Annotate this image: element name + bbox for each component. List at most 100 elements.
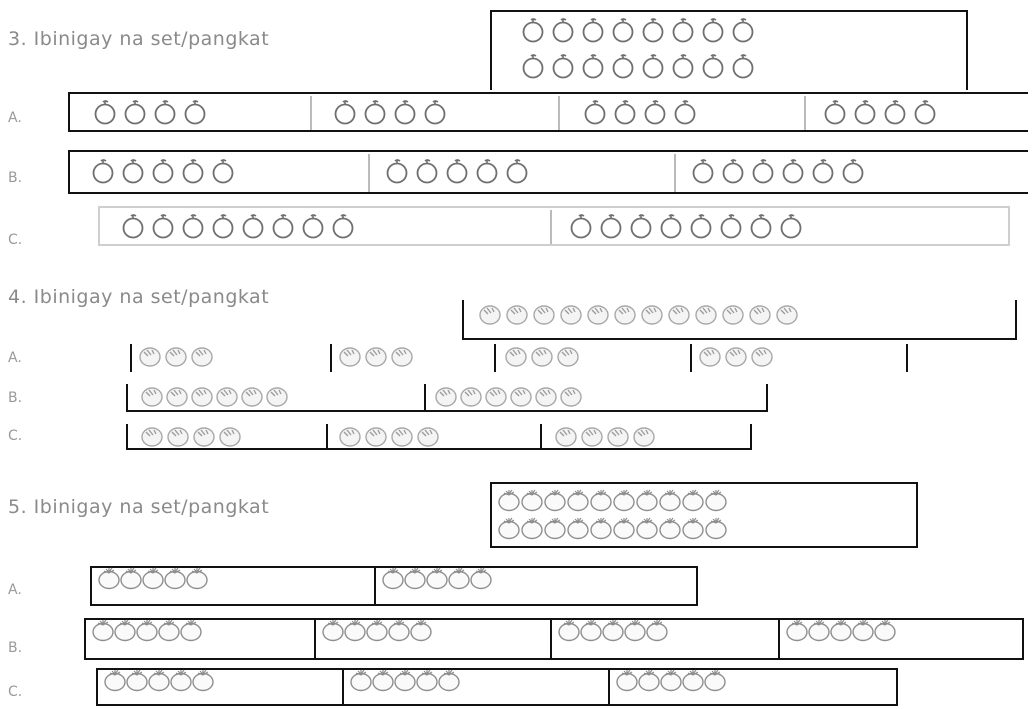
leafy-fruit-icon bbox=[724, 344, 748, 368]
given-set-row-1 bbox=[498, 486, 727, 512]
tomato-icon bbox=[92, 616, 114, 642]
tomato-icon bbox=[448, 564, 470, 590]
item-5-option-a-letter: A. bbox=[8, 582, 22, 598]
leafy-fruit-icon bbox=[484, 384, 508, 408]
group-divider bbox=[550, 620, 552, 660]
leafy-fruit-icon bbox=[240, 384, 264, 408]
group bbox=[504, 344, 580, 368]
round-fruit-icon bbox=[642, 98, 668, 126]
round-fruit-icon bbox=[780, 157, 806, 185]
round-fruit-icon bbox=[610, 52, 636, 80]
group bbox=[786, 616, 896, 642]
given-set-row-2 bbox=[520, 52, 756, 80]
round-fruit-icon bbox=[330, 212, 356, 240]
item-5-option-b-letter: B. bbox=[8, 640, 22, 656]
group bbox=[558, 616, 668, 642]
tomato-icon bbox=[192, 666, 214, 692]
leafy-fruit-icon bbox=[632, 424, 656, 448]
item-4-option-c-box[interactable] bbox=[126, 424, 752, 450]
item-4-option-b-letter: B. bbox=[8, 390, 22, 406]
leafy-fruit-icon bbox=[640, 302, 664, 326]
item-5-option-b-box[interactable] bbox=[84, 618, 1024, 660]
round-fruit-icon bbox=[520, 16, 546, 44]
item-3-option-b-box[interactable] bbox=[68, 150, 1028, 194]
item-5-option-a-box[interactable] bbox=[90, 566, 698, 606]
round-fruit-icon bbox=[700, 16, 726, 44]
round-fruit-icon bbox=[152, 98, 178, 126]
tomato-icon bbox=[682, 486, 704, 512]
tomato-icon bbox=[521, 486, 543, 512]
leafy-fruit-icon bbox=[459, 384, 483, 408]
item-4-given-set bbox=[462, 300, 1017, 340]
tomato-icon bbox=[498, 514, 520, 540]
group-divider bbox=[368, 154, 370, 192]
tomato-icon bbox=[646, 616, 668, 642]
round-fruit-icon bbox=[520, 52, 546, 80]
leafy-fruit-icon bbox=[218, 424, 242, 448]
tomato-icon bbox=[498, 486, 520, 512]
tomato-icon bbox=[830, 616, 852, 642]
tomato-icon bbox=[120, 564, 142, 590]
item-4-label: 4. Ibinigay na set/pangkat bbox=[8, 286, 269, 308]
group bbox=[140, 424, 242, 448]
leafy-fruit-icon bbox=[505, 302, 529, 326]
tomato-icon bbox=[521, 514, 543, 540]
leafy-fruit-icon bbox=[434, 384, 458, 408]
group-divider bbox=[778, 620, 780, 660]
item-4-option-b-box[interactable] bbox=[126, 384, 768, 412]
tomato-icon bbox=[186, 564, 208, 590]
group bbox=[140, 384, 289, 408]
round-fruit-icon bbox=[474, 157, 500, 185]
item-5-option-c-box[interactable] bbox=[96, 668, 898, 706]
tomato-icon bbox=[372, 666, 394, 692]
item-3-option-a-box[interactable] bbox=[68, 92, 1028, 132]
round-fruit-icon bbox=[150, 157, 176, 185]
round-fruit-icon bbox=[748, 212, 774, 240]
group bbox=[434, 384, 583, 408]
bracket-left bbox=[126, 384, 128, 412]
tomato-icon bbox=[874, 616, 896, 642]
round-fruit-icon bbox=[550, 16, 576, 44]
round-fruit-icon bbox=[180, 157, 206, 185]
group bbox=[350, 666, 460, 692]
leafy-fruit-icon bbox=[504, 344, 528, 368]
round-fruit-icon bbox=[690, 157, 716, 185]
round-fruit-icon bbox=[122, 98, 148, 126]
item-4-option-a-box[interactable] bbox=[130, 344, 908, 372]
tomato-icon bbox=[98, 564, 120, 590]
item-3-label: 3. Ibinigay na set/pangkat bbox=[8, 28, 269, 50]
group bbox=[92, 98, 208, 126]
group bbox=[338, 344, 414, 368]
group-divider bbox=[494, 344, 496, 372]
given-set-row-1 bbox=[520, 16, 756, 44]
leafy-fruit-icon bbox=[750, 344, 774, 368]
leafy-fruit-icon bbox=[554, 424, 578, 448]
tomato-icon bbox=[659, 514, 681, 540]
round-fruit-icon bbox=[778, 212, 804, 240]
group-divider bbox=[310, 96, 312, 130]
round-fruit-icon bbox=[688, 212, 714, 240]
leafy-fruit-icon bbox=[190, 384, 214, 408]
leafy-fruit-icon bbox=[530, 344, 554, 368]
leafy-fruit-icon bbox=[166, 424, 190, 448]
round-fruit-icon bbox=[610, 16, 636, 44]
leafy-fruit-icon bbox=[694, 302, 718, 326]
group bbox=[92, 616, 202, 642]
group bbox=[98, 564, 208, 590]
round-fruit-icon bbox=[300, 212, 326, 240]
group bbox=[690, 157, 866, 185]
leafy-fruit-icon bbox=[698, 344, 722, 368]
tomato-icon bbox=[470, 564, 492, 590]
round-fruit-icon bbox=[810, 157, 836, 185]
leafy-fruit-icon bbox=[478, 302, 502, 326]
leafy-fruit-icon bbox=[509, 384, 533, 408]
item-3-option-c-box[interactable] bbox=[98, 206, 1010, 246]
item-3-given-set bbox=[490, 10, 968, 90]
tomato-icon bbox=[636, 514, 658, 540]
group bbox=[90, 157, 236, 185]
tomato-icon bbox=[164, 564, 186, 590]
leafy-fruit-icon bbox=[586, 302, 610, 326]
round-fruit-icon bbox=[598, 212, 624, 240]
tomato-icon bbox=[638, 666, 660, 692]
round-fruit-icon bbox=[882, 98, 908, 126]
